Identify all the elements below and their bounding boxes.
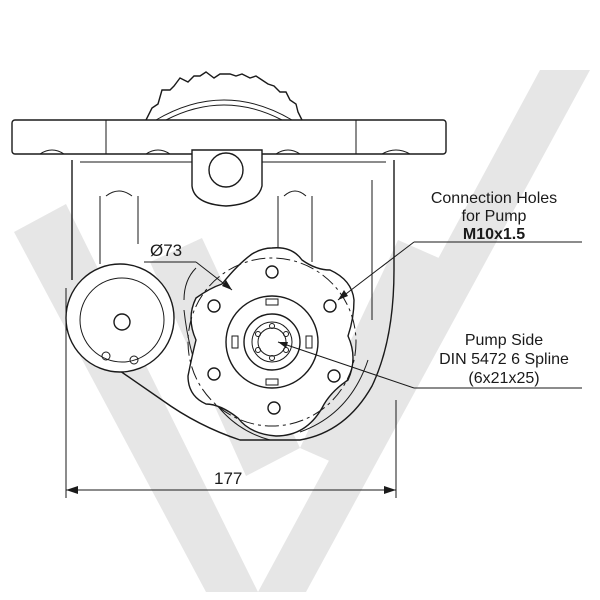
diameter-label: Ø73 — [150, 241, 182, 260]
connection-label-line1: Connection Holes — [431, 190, 557, 207]
pump-hub — [225, 295, 319, 389]
upper-boss — [191, 149, 263, 207]
leader-lines — [144, 241, 582, 389]
connection-label-line2: for Pump — [462, 208, 527, 225]
pump-label-line3: (6x21x25) — [468, 370, 539, 387]
gear-teeth — [145, 71, 303, 121]
pump-label-line1: Pump Side — [465, 332, 543, 349]
left-cover — [65, 263, 175, 373]
width-label: 177 — [214, 469, 242, 488]
width-dimension — [65, 288, 397, 498]
pump-label-line2: DIN 5472 6 Spline — [439, 351, 569, 368]
connection-spec: M10x1.5 — [463, 226, 525, 243]
top-flange — [11, 119, 447, 155]
